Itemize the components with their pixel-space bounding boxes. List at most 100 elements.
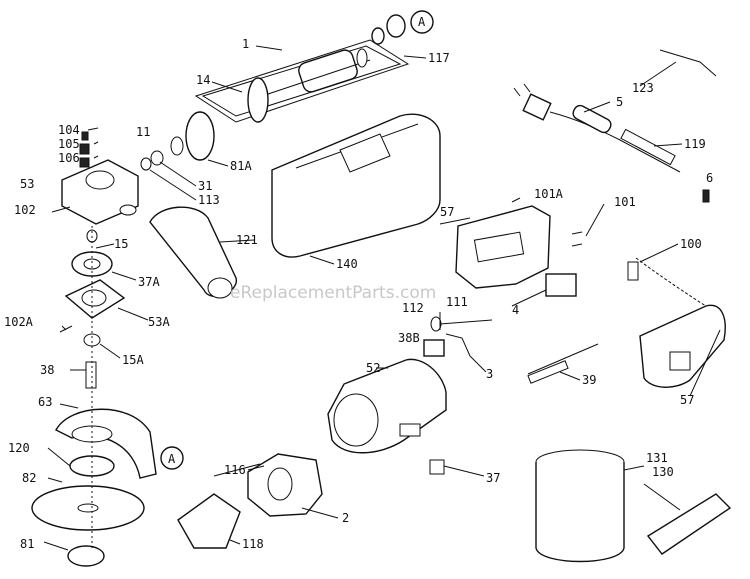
label-102: 102	[14, 203, 36, 217]
spring-3	[445, 333, 471, 357]
label-a-top: A	[418, 15, 426, 29]
label-a-bottom: A	[168, 452, 176, 466]
bearing-117	[371, 27, 385, 45]
label-104: 104	[58, 123, 80, 137]
label-37a: 37A	[138, 275, 160, 289]
cord-tag	[572, 104, 612, 134]
label-1: 1	[242, 37, 249, 51]
label-3: 3	[486, 367, 493, 381]
spring-105	[79, 143, 90, 155]
housing-57b-shell	[639, 304, 726, 388]
ring-31	[150, 150, 164, 166]
housing-57-window	[473, 231, 525, 263]
side-handle-end	[207, 277, 233, 299]
carry-case-handle	[339, 133, 391, 173]
label-52: 52	[366, 361, 380, 375]
button-106	[79, 157, 90, 168]
lead-wire-sleeve	[527, 360, 569, 384]
label-2: 2	[342, 511, 349, 525]
label-6: 6	[706, 171, 713, 185]
label-82: 82	[22, 471, 36, 485]
plug-prong-1	[513, 87, 521, 97]
label-31: 31	[198, 179, 212, 193]
screw-101-b	[571, 243, 583, 247]
callout-circle-a-top	[410, 10, 434, 34]
watermark-text: eReplacementParts.com	[230, 283, 436, 303]
side-handle-body	[149, 206, 237, 297]
label-57b: 57	[680, 393, 694, 407]
switch-4	[545, 273, 577, 297]
label-131: 131	[646, 451, 668, 465]
lead-wire-39	[527, 343, 599, 375]
label-118: 118	[242, 537, 264, 551]
armature-assembly	[194, 39, 410, 123]
label-38: 38	[40, 363, 54, 377]
rear-housing-57b	[639, 304, 726, 388]
brush-38b	[423, 339, 445, 357]
label-121: 121	[236, 233, 258, 247]
label-11: 11	[136, 125, 150, 139]
lock-nut-81	[67, 545, 105, 567]
grinding-wheel-hub	[77, 503, 99, 513]
motor-housing-52	[327, 358, 447, 454]
label-111: 111	[446, 295, 468, 309]
label-5: 5	[616, 95, 623, 109]
wheel-guard-collar	[71, 425, 113, 443]
label-39: 39	[582, 373, 596, 387]
cord-route	[635, 257, 713, 311]
leader-lines	[43, 45, 721, 551]
screw-101a	[511, 197, 521, 203]
field-assembly	[213, 453, 323, 517]
gear-case-53	[61, 159, 139, 225]
armature-fan	[247, 77, 269, 123]
label-81a: 81A	[230, 159, 252, 173]
bearing-ring	[386, 14, 406, 38]
washer-15a	[83, 333, 101, 347]
label-123: 123	[632, 81, 654, 95]
label-15a: 15A	[122, 353, 144, 367]
gear-81a	[185, 111, 215, 161]
callout-circle-a-bottom	[160, 446, 184, 470]
cord-wire	[549, 111, 681, 173]
bearing-plate-53a-bore	[81, 289, 107, 307]
label-101a: 101A	[534, 187, 564, 201]
rear-housing-57a	[455, 197, 551, 289]
screw-102	[51, 206, 71, 213]
cord-set	[513, 83, 681, 173]
label-100: 100	[680, 237, 702, 251]
label-116: 116	[224, 463, 246, 477]
label-14: 14	[196, 73, 210, 87]
label-37: 37	[486, 471, 500, 485]
baffle-37	[429, 459, 445, 475]
label-4: 4	[512, 303, 519, 317]
grease-can-131	[535, 462, 625, 563]
label-53: 53	[20, 177, 34, 191]
screw-111	[439, 319, 493, 325]
label-63: 63	[38, 395, 52, 409]
screw-104	[81, 131, 89, 141]
screw-101-a	[571, 231, 583, 235]
label-112: 112	[402, 301, 424, 315]
label-57a: 57	[440, 205, 454, 219]
armature-box-frame	[194, 39, 410, 123]
label-53a: 53A	[148, 315, 170, 329]
screw-6	[702, 189, 710, 203]
label-38b: 38B	[398, 331, 420, 345]
label-120: 120	[8, 441, 30, 455]
housing-57b-vents	[669, 351, 691, 371]
washer-11	[170, 136, 184, 156]
label-113: 113	[198, 193, 220, 207]
field-2-bore	[267, 467, 293, 501]
bearing-37a-bore	[83, 258, 101, 270]
label-101: 101	[614, 195, 636, 209]
spindle-38	[85, 361, 97, 389]
label-81: 81	[20, 537, 34, 551]
screw-116	[213, 463, 261, 477]
strain-relief-119	[620, 128, 676, 166]
plug-prong-2	[523, 83, 531, 93]
part-labels: 1 117 A 14 123 5 11 81A 31 113 119 6 104…	[4, 15, 713, 551]
plug-body	[522, 93, 552, 121]
motor-housing-opening	[333, 393, 379, 447]
label-117: 117	[428, 51, 450, 65]
